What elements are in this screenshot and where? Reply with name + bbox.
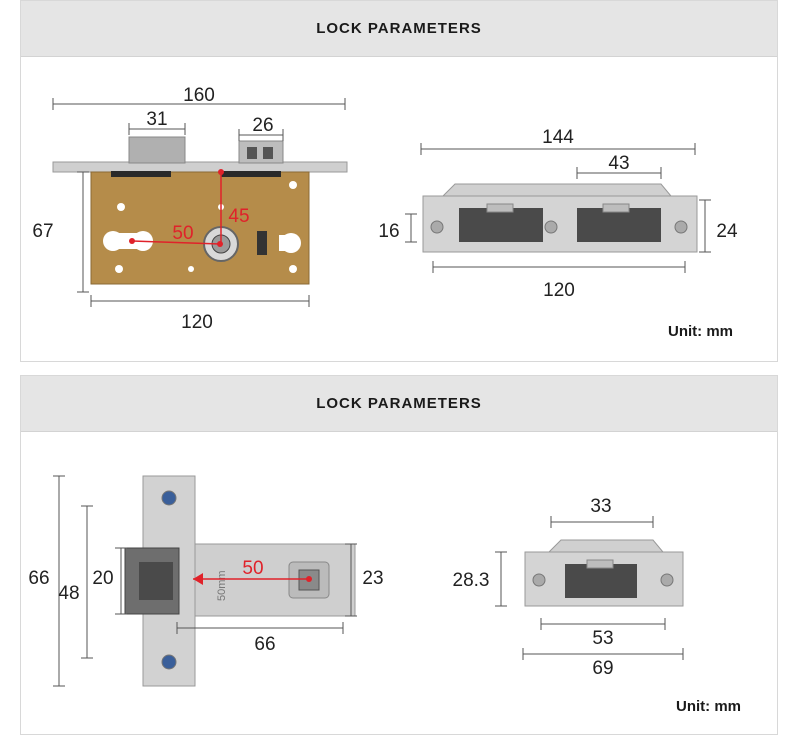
face-plate [52,161,348,173]
latch-tab [238,140,284,164]
strike-opening-right [577,208,661,242]
dim-inner-height: 48 [58,583,79,604]
dim-height: 67 [32,221,53,242]
dim-bolt-height: 20 [92,568,113,589]
dim-small-strike-top: 33 [590,496,611,517]
dim-strike-opening: 43 [608,153,629,174]
dim-small-strike-opening: 53 [592,628,613,649]
brass-case [90,171,310,285]
panel-2-diagram: 50mm 66 48 20 50 23 66 [28,475,684,687]
dim-strike-bottom-width: 120 [543,280,575,301]
small-strike-opening [565,564,637,598]
dim-backset: 50 [172,223,193,244]
dim-width: 160 [183,85,215,106]
dim-center: 45 [228,206,249,227]
dim-latch: 26 [252,115,273,136]
strike-plate [405,143,711,273]
lock-parameters-panel-2: LOCK PARAMETERS 50mm [20,375,778,735]
tubular-latch: 50mm [53,475,357,687]
panel-1-diagram: 160 31 26 67 120 50 45 144 43 [32,85,738,333]
dim-body-height: 23 [362,568,383,589]
dim-strike-length: 144 [542,127,574,148]
panel-2-title: LOCK PARAMETERS [21,376,777,432]
dim-strike-left-height: 16 [378,221,399,242]
latch-stamp: 50mm [216,570,228,601]
dim-body-length: 66 [254,634,275,655]
small-strike-plate [495,516,684,660]
dim-small-strike-total: 69 [592,658,613,679]
dim-bottom-width: 120 [181,312,213,333]
panel-1-title: LOCK PARAMETERS [21,1,777,57]
unit-label-2: Unit: mm [676,698,741,715]
lock-parameters-panel-1: LOCK PARAMETERS [20,0,778,362]
unit-label-1: Unit: mm [668,323,733,340]
dim-strike-right-height: 24 [716,221,738,242]
dim-latch-backset: 50 [242,558,263,579]
dim-cylinder-hole: 31 [146,109,167,130]
mortise-lock-body [52,98,348,307]
dim-plate-height: 66 [28,568,49,589]
deadbolt-tab [128,136,186,164]
strike-opening-left [459,208,543,242]
dim-small-strike-height: 28.3 [453,570,490,591]
